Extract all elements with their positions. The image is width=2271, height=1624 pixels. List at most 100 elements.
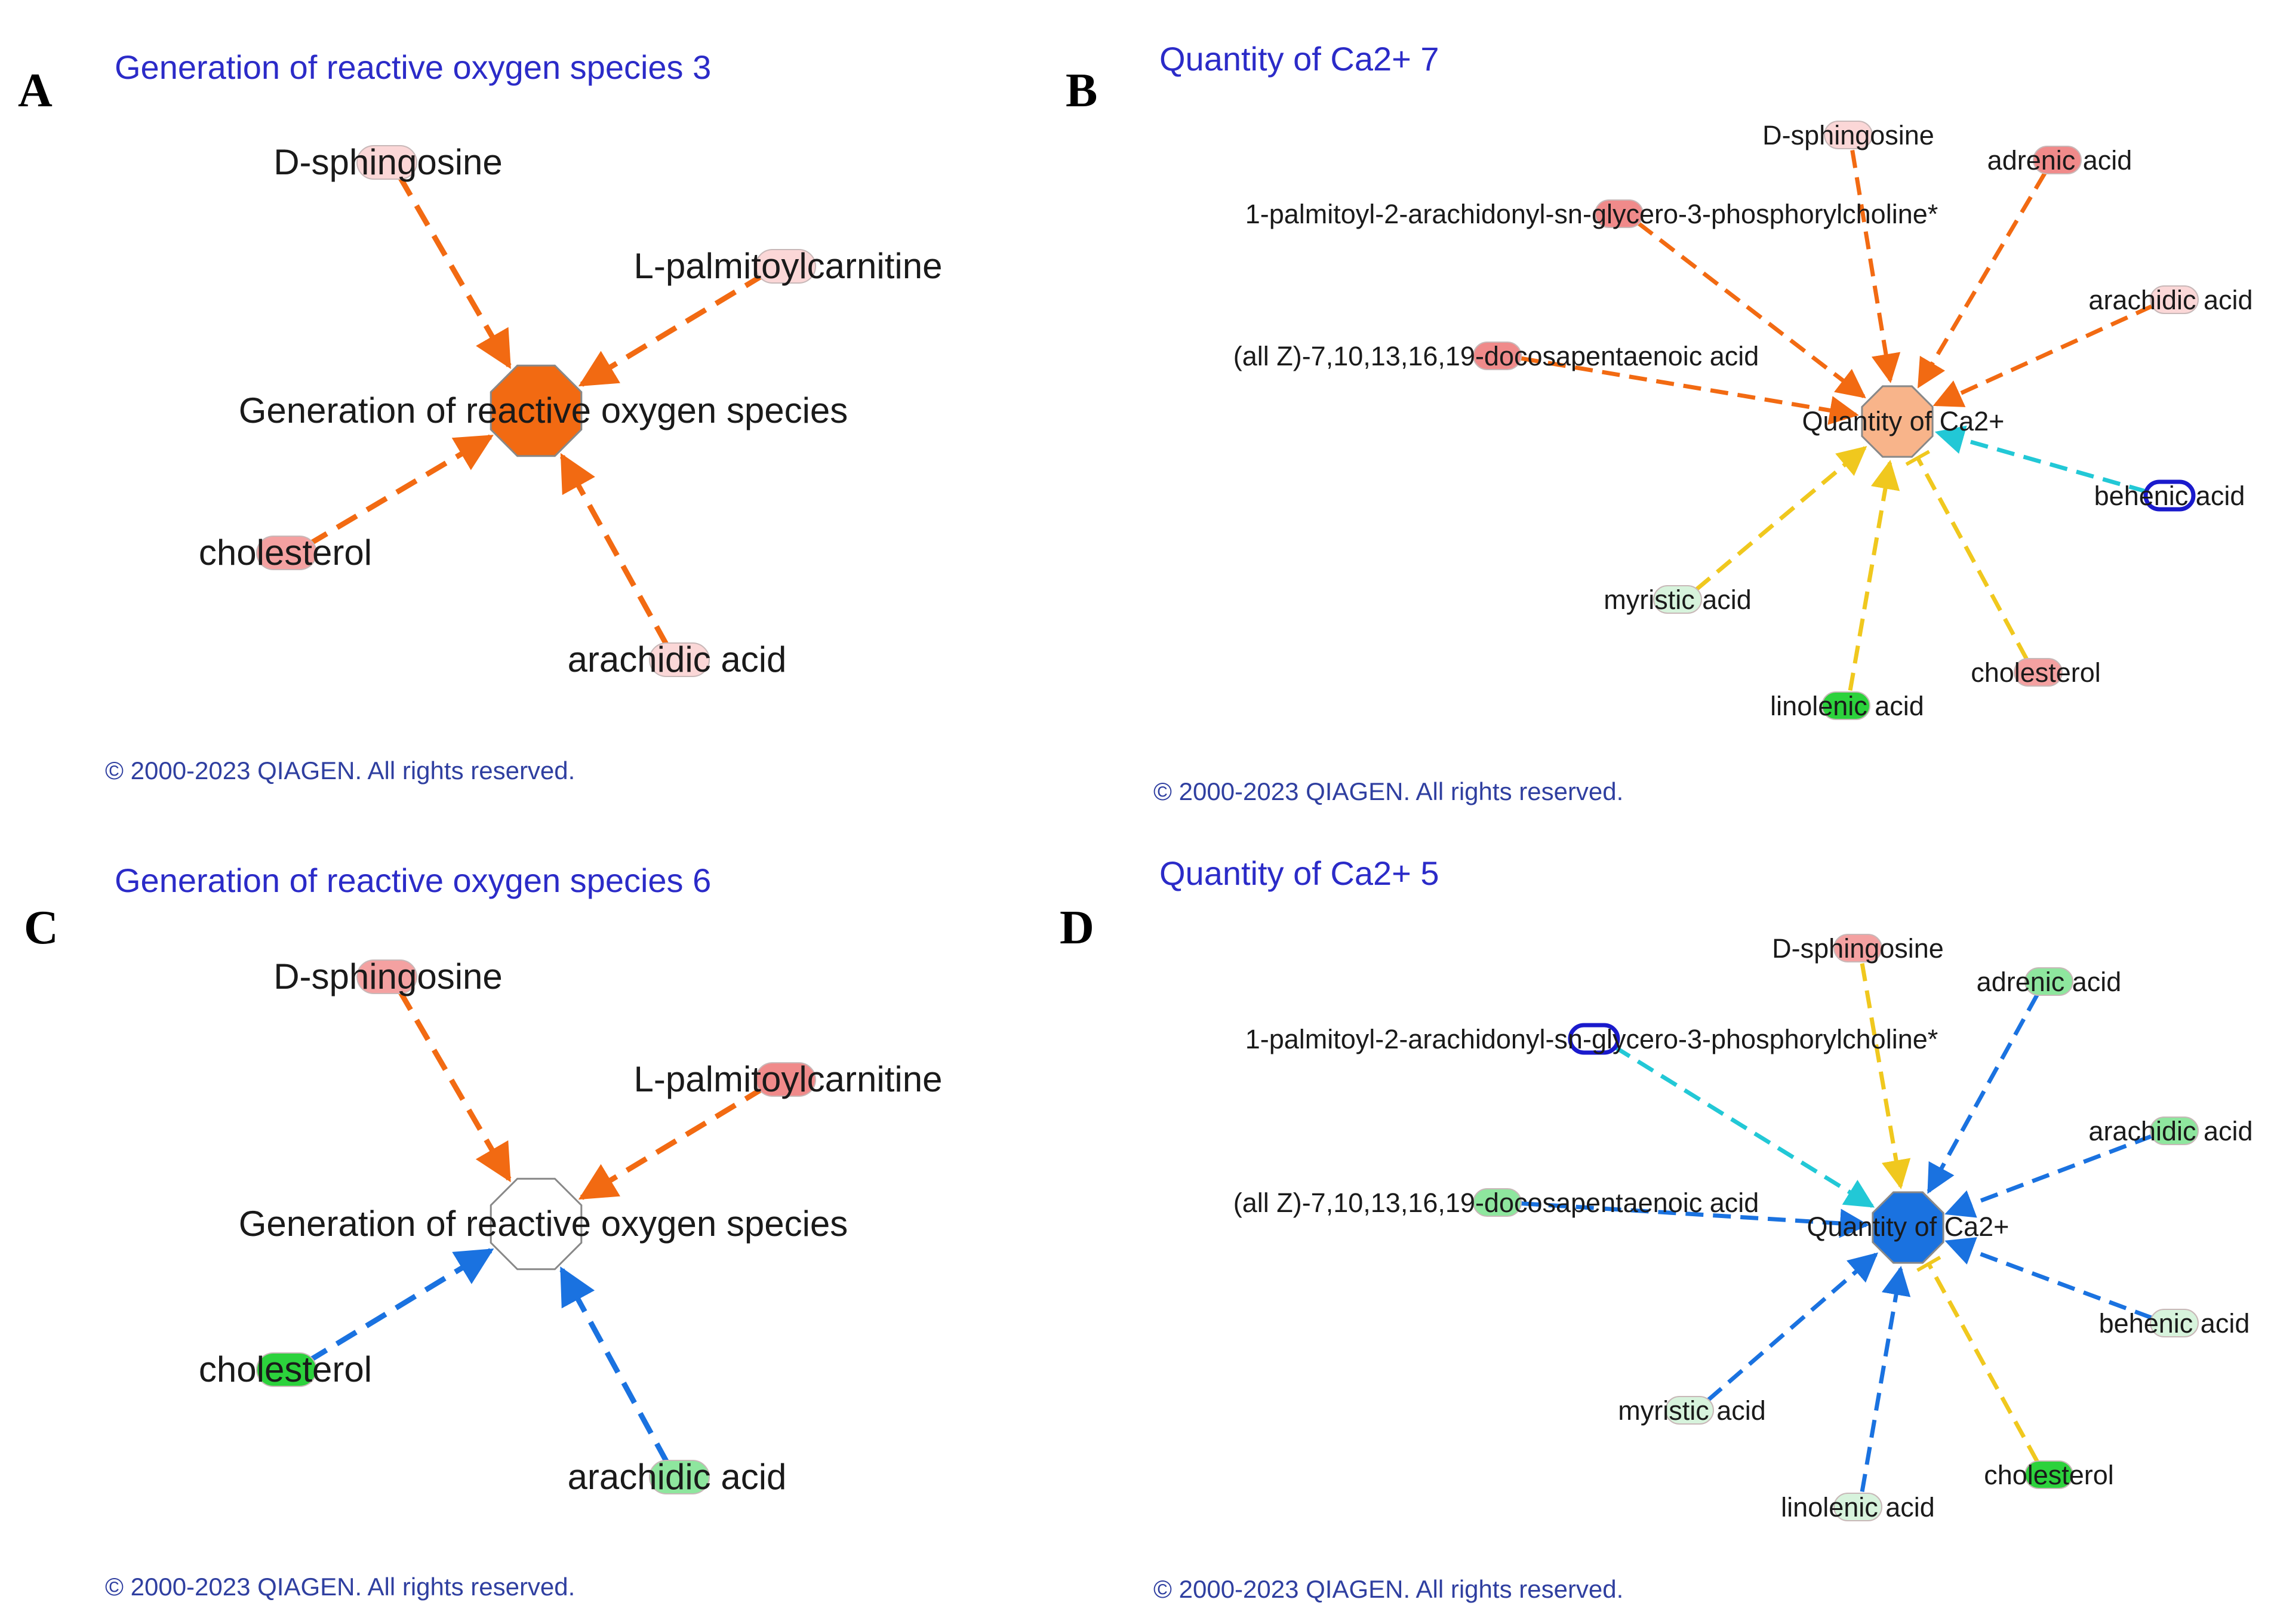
- molecule-node[interactable]: [649, 642, 710, 677]
- hub-node-shape: [490, 1177, 583, 1271]
- panel-title: Generation of reactive oxygen species 3: [115, 48, 711, 86]
- relationship-edge: [306, 434, 494, 548]
- edge-group: [306, 174, 767, 648]
- molecule-node[interactable]: [1653, 585, 1702, 614]
- relationship-edge: [1613, 1045, 1875, 1208]
- molecule-label: cholesterol: [1971, 657, 2101, 688]
- molecule-label: D-sphingosine: [273, 142, 503, 182]
- panel-title: Quantity of Ca2+ 5: [1159, 854, 1439, 892]
- panel-title: Quantity of Ca2+ 7: [1159, 40, 1439, 78]
- molecule-node[interactable]: [1568, 1023, 1620, 1055]
- molecule-label: D-sphingosine: [1762, 120, 1934, 150]
- panel-letter: A: [18, 64, 53, 117]
- molecule-node[interactable]: [1595, 199, 1644, 228]
- relationship-edge: [578, 1085, 767, 1200]
- molecule-label: 1-palmitoyl-2-arachidonyl-sn-glycero-3-p…: [1245, 199, 1938, 229]
- molecule-node[interactable]: [755, 249, 816, 284]
- relationship-edge: [559, 1266, 670, 1465]
- molecule-label: cholesterol: [199, 533, 372, 573]
- molecule-label: D-sphingosine: [273, 956, 503, 996]
- hub-node-shape: [490, 364, 583, 457]
- molecule-node[interactable]: [2150, 285, 2199, 314]
- molecule-label: behenic acid: [2099, 1308, 2250, 1339]
- inhibition-bar: [1905, 450, 1930, 466]
- relationship-edge: [1916, 457, 2029, 660]
- relationship-edge: [1850, 150, 1901, 383]
- relationship-edge: [1520, 356, 1859, 425]
- panel-d: D Quantity of Ca2+ 5 D-sphingosine adrenic …: [1060, 854, 2253, 1603]
- panel-letter: C: [24, 902, 59, 954]
- molecule-node[interactable]: [256, 536, 317, 570]
- molecule-label: adrenic acid: [1977, 967, 2122, 997]
- relationship-edge: [1848, 460, 1900, 691]
- relationship-edge: [1860, 1266, 1911, 1492]
- molecule-label: linolenic acid: [1770, 691, 1924, 721]
- molecule-node[interactable]: [2024, 967, 2073, 996]
- hub-node-label: Generation of reactive oxygen species: [239, 1204, 848, 1244]
- molecule-node[interactable]: [2150, 1309, 2199, 1337]
- molecule-label: linolenic acid: [1781, 1492, 1935, 1522]
- relationship-edge: [396, 989, 512, 1183]
- inhibition-bar: [1916, 1256, 1941, 1272]
- relationship-edge: [1927, 1263, 2039, 1463]
- molecule-node[interactable]: [649, 1460, 710, 1494]
- relationship-edge: [578, 272, 767, 387]
- relationship-edge: [1944, 1134, 2153, 1218]
- molecule-label: D-sphingosine: [1772, 933, 1944, 964]
- molecule-node[interactable]: [356, 145, 417, 180]
- molecule-node[interactable]: [1824, 121, 1873, 149]
- molecule-node[interactable]: [356, 959, 417, 994]
- molecule-node[interactable]: [2143, 479, 2196, 512]
- molecule-label: 1-palmitoyl-2-arachidonyl-sn-glycero-3-p…: [1245, 1024, 1938, 1054]
- hub-node-label: Quantity of Ca2+: [1807, 1211, 2010, 1242]
- panel-c: C Generation of reactive oxygen species 6…: [24, 862, 942, 1601]
- copyright-notice: © 2000-2023 QIAGEN. All rights reserved.: [105, 756, 575, 785]
- molecule-node[interactable]: [755, 1062, 816, 1097]
- edge-group: [1521, 963, 2153, 1492]
- edge-group: [306, 989, 767, 1465]
- hub-node-label: Quantity of Ca2+: [1802, 406, 2005, 436]
- molecule-label: cholesterol: [199, 1349, 372, 1389]
- molecule-node[interactable]: [2150, 1116, 2199, 1145]
- relationship-edge: [1927, 994, 2039, 1194]
- relationship-edge: [1934, 425, 2147, 494]
- panel-letter: B: [1066, 64, 1097, 117]
- copyright-notice: © 2000-2023 QIAGEN. All rights reserved.: [1153, 777, 1623, 805]
- relationship-edge: [1521, 1201, 1869, 1238]
- molecule-label: myristic acid: [1618, 1395, 1766, 1426]
- relationship-edge: [306, 1248, 494, 1364]
- molecule-label: arachidic acid: [568, 639, 787, 679]
- molecule-label: arachidic acid: [2088, 1116, 2252, 1146]
- panel-title: Generation of reactive oxygen species 6: [115, 862, 711, 899]
- molecule-label: adrenic acid: [1987, 145, 2132, 176]
- molecule-node[interactable]: [2033, 146, 2082, 174]
- relationship-edge: [1932, 304, 2153, 407]
- molecule-node[interactable]: [256, 1352, 317, 1387]
- relationship-edge: [1694, 445, 1867, 592]
- molecule-node[interactable]: [1833, 934, 1882, 962]
- molecule-node[interactable]: [2014, 658, 2063, 687]
- molecule-label: behenic acid: [2094, 481, 2245, 511]
- molecule-node[interactable]: [2024, 1460, 2073, 1489]
- molecule-node[interactable]: [1473, 342, 1522, 370]
- molecule-node[interactable]: [1473, 1188, 1522, 1217]
- molecule-label: arachidic acid: [568, 1457, 787, 1497]
- molecule-node[interactable]: [1665, 1396, 1714, 1425]
- copyright-notice: © 2000-2023 QIAGEN. All rights reserved.: [1153, 1575, 1623, 1603]
- molecule-node[interactable]: [1821, 691, 1870, 720]
- relationship-edge: [1917, 172, 2047, 389]
- molecule-label: L-palmitoylcarnitine: [634, 1059, 943, 1099]
- molecule-node[interactable]: [1833, 1493, 1882, 1521]
- copyright-notice: © 2000-2023 QIAGEN. All rights reserved.: [105, 1573, 575, 1601]
- relationship-edge: [396, 174, 512, 370]
- relationship-edge: [1860, 963, 1911, 1189]
- panel-letter: D: [1060, 902, 1094, 954]
- molecule-label: cholesterol: [1984, 1460, 2114, 1490]
- edge-group: [1520, 150, 2153, 691]
- molecule-label: (all Z)-7,10,13,16,19-docosapentaenoic a…: [1233, 341, 1759, 371]
- panel-b: B Quantity of Ca2+ 7 D-sphingosine adrenic …: [1066, 40, 2253, 805]
- molecule-label: L-palmitoylcarnitine: [634, 246, 943, 286]
- molecule-label: myristic acid: [1604, 585, 1752, 615]
- molecule-label: (all Z)-7,10,13,16,19-docosapentaenoic a…: [1233, 1188, 1759, 1218]
